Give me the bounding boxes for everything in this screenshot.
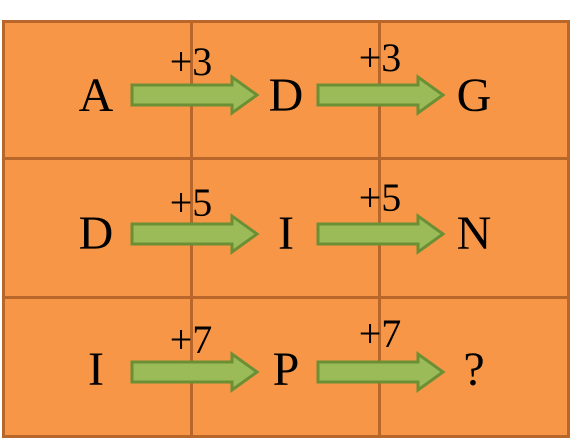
grid-cell (378, 157, 570, 299)
step-label: +3 (358, 35, 402, 80)
right-arrow-icon (316, 213, 446, 255)
unknown-answer: ? (463, 343, 485, 396)
sequence-letter: N (456, 207, 492, 260)
sequence-letter: D (78, 207, 114, 260)
sequence-letter: D (268, 69, 304, 122)
step-label: +7 (358, 311, 402, 356)
sequence-letter: I (278, 207, 294, 260)
right-arrow-icon (316, 74, 446, 116)
step-label: +3 (169, 39, 213, 84)
sequence-letter: I (88, 343, 104, 396)
sequence-letter: A (78, 69, 114, 122)
step-label: +5 (169, 180, 213, 225)
sequence-letter: G (456, 69, 492, 122)
sequence-letter: P (272, 343, 300, 396)
right-arrow-icon (316, 351, 446, 393)
right-arrow-icon (130, 213, 260, 255)
right-arrow-icon (130, 74, 260, 116)
right-arrow-icon (130, 351, 260, 393)
step-label: +7 (169, 317, 213, 362)
step-label: +5 (358, 175, 402, 220)
